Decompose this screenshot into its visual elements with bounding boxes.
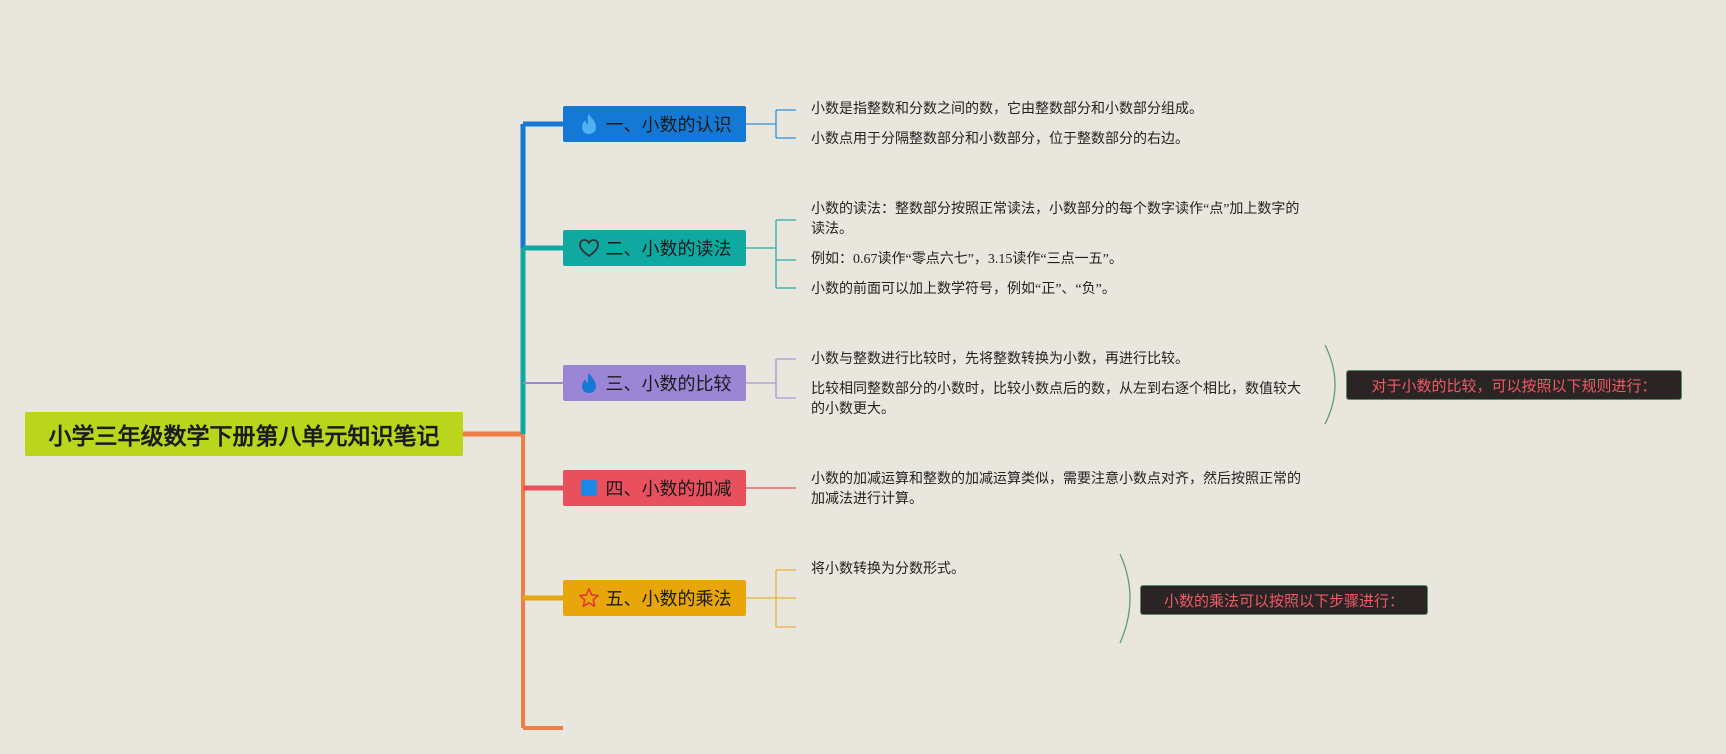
leaf-text: 小数与整数进行比较时，先将整数转换为小数，再进行比较。 <box>811 352 1189 367</box>
fire-icon <box>578 372 600 394</box>
leaf-text: 小数是指整数和分数之间的数，它由整数部分和小数部分组成。 <box>811 102 1203 117</box>
root-title: 小学三年级数学下册第八单元知识笔记 <box>48 424 440 450</box>
root-topic[interactable]: 小学三年级数学下册第八单元知识笔记 <box>25 412 463 456</box>
note-text: 对于小数的比较，可以按照以下规则进行： <box>1371 376 1657 395</box>
comparison-summary-note[interactable]: 对于小数的比较，可以按照以下规则进行： <box>1346 370 1682 400</box>
note-text: 小数的乘法可以按照以下步骤进行： <box>1163 591 1404 610</box>
leaf-text: 小数的加减运算和整数的加减运算类似，需要注意小数点对齐，然后按照正常的加减法进行… <box>811 472 1301 507</box>
topic-label: 三、小数的比较 <box>605 374 732 395</box>
leaf-text: 例如：0.67读作“零点六七”，3.15读作“三点一五”。 <box>811 252 1123 267</box>
topic-label: 一、小数的认识 <box>605 115 732 136</box>
leaf-text: 将小数转换为分数形式。 <box>811 562 965 577</box>
topic-label: 五、小数的乘法 <box>605 589 732 610</box>
leaf-text: 小数的读法：整数部分按照正常读法，小数部分的每个数字读作“点”加上数字的读法。 <box>811 202 1300 237</box>
topic-multiplication[interactable]: 五、小数的乘法 <box>563 580 746 616</box>
fire-icon <box>578 113 600 135</box>
star-icon <box>578 587 600 609</box>
leaf-text: 比较相同整数部分的小数时，比较小数点后的数，从左到右逐个相比，数值较大的小数更大… <box>811 382 1301 417</box>
topic-comparison[interactable]: 三、小数的比较 <box>563 365 746 401</box>
topic-addition-subtraction[interactable]: 四、小数的加减 <box>563 470 746 506</box>
topic-reading[interactable]: 二、小数的读法 <box>563 230 746 266</box>
topic-label: 四、小数的加减 <box>605 479 732 500</box>
heart-icon <box>578 237 600 259</box>
topic-recognition[interactable]: 一、小数的认识 <box>563 106 746 142</box>
topic-label: 二、小数的读法 <box>605 239 732 260</box>
square-icon <box>578 477 600 499</box>
multiplication-summary-note[interactable]: 小数的乘法可以按照以下步骤进行： <box>1140 585 1428 615</box>
leaf-text: 小数点用于分隔整数部分和小数部分，位于整数部分的右边。 <box>811 132 1189 147</box>
leaf-text: 小数的前面可以加上数学符号，例如“正”、“负”。 <box>811 282 1116 297</box>
